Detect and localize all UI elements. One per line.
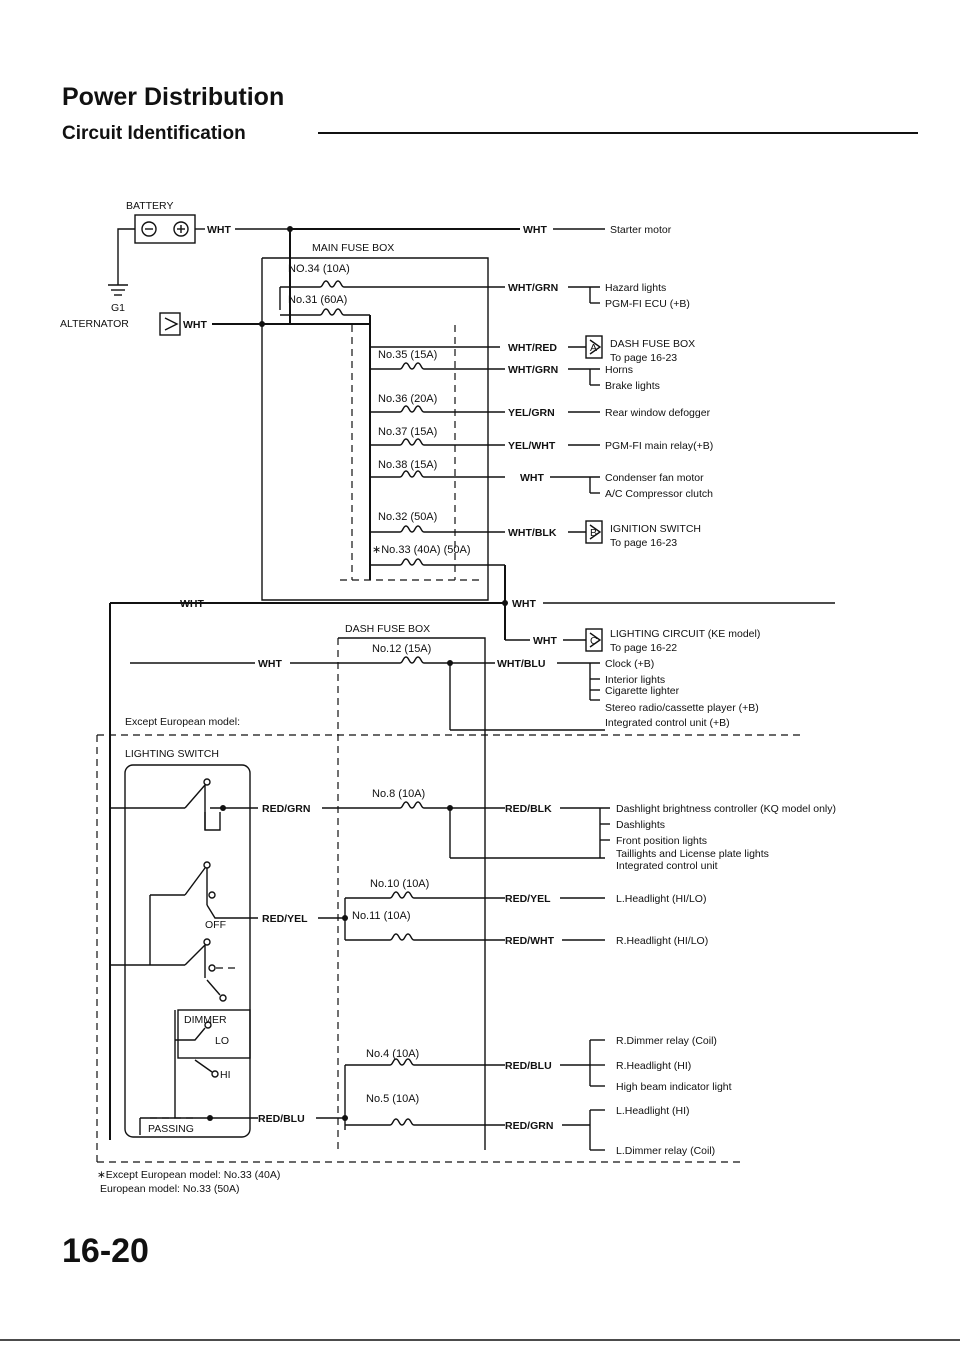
fuse-32: No.32 (50A) (378, 511, 437, 523)
fuse-38: No.38 (15A) (378, 459, 437, 471)
horns: Horns (605, 364, 633, 376)
starter-motor: Starter motor (610, 224, 672, 236)
pgm-fi-main-relay: PGM-FI main relay(+B) (605, 440, 713, 452)
l-headlight-wire-label: RED/YEL (505, 893, 551, 905)
main-fuse-box-label: MAIN FUSE BOX (312, 242, 394, 254)
dashlight-brightness-controller: Dashlight brightness controller (KQ mode… (616, 803, 836, 815)
bus-wire-label: WHT (180, 598, 204, 610)
brake-lights: Brake lights (605, 380, 660, 392)
page-subtitle: Circuit Identification (62, 123, 246, 144)
connector-c: C (590, 635, 598, 647)
fuse-37: No.37 (15A) (378, 426, 437, 438)
ground-symbol (108, 284, 128, 296)
fuse-8: No.8 (10A) (372, 788, 425, 800)
hazard-lights: Hazard lights (605, 282, 666, 294)
r-headlight-hilo: R.Headlight (HI/LO) (616, 935, 708, 947)
lighting-circuit-wire-label: WHT (533, 635, 557, 647)
condenser-fan-motor: Condenser fan motor (605, 472, 704, 484)
rear-window-defogger: Rear window defogger (605, 407, 711, 419)
fuse-34: NO.34 (10A) (288, 263, 350, 275)
dash-fuse-box-a: DASH FUSE BOX (610, 338, 695, 350)
to-page-a: To page 16-23 (610, 352, 677, 364)
front-position-lights: Front position lights (616, 835, 707, 847)
bus-wire-label-right: WHT (512, 598, 536, 610)
ac-compressor-clutch: A/C Compressor clutch (605, 488, 713, 500)
clock: Clock (+B) (605, 658, 654, 670)
battery-label: BATTERY (126, 200, 173, 212)
starter-wire-label: WHT (523, 224, 547, 236)
integrated-control-unit-b: Integrated control unit (+B) (605, 717, 730, 729)
condenser-wire-label: WHT (520, 472, 544, 484)
wht-feed-label: WHT (258, 658, 282, 670)
l-headlight-hi: L.Headlight (HI) (616, 1105, 690, 1117)
fuse-5: No.5 (10A) (366, 1093, 419, 1105)
horns-wire-label: WHT/GRN (508, 364, 558, 376)
alternator-symbol (159, 312, 181, 336)
lighting-switch-label: LIGHTING SWITCH (125, 748, 219, 760)
dashlights: Dashlights (616, 819, 665, 831)
connector-a: A (590, 342, 597, 354)
dash-fuse-wire-label: WHT/RED (508, 342, 557, 354)
to-page-b: To page 16-23 (610, 537, 677, 549)
defogger-wire-label: YEL/GRN (508, 407, 555, 419)
fuse-33: ∗No.33 (40A) (50A) (372, 544, 470, 556)
stereo-radio: Stereo radio/cassette player (+B) (605, 702, 759, 714)
alternator-wire-label: WHT (183, 319, 207, 331)
alternator-label: ALTERNATOR (60, 318, 129, 330)
except-european-note: Except European model: (125, 716, 240, 728)
fuse-4: No.4 (10A) (366, 1048, 419, 1060)
page-number: 16-20 (62, 1232, 149, 1270)
taillights-license: Taillights and License plate lights (616, 848, 769, 860)
ground-label: G1 (111, 302, 125, 314)
connector-b: B (590, 527, 597, 539)
integrated-control-unit: Integrated control unit (616, 860, 718, 872)
off-label: OFF (205, 919, 226, 931)
hazard-wire-label: WHT/GRN (508, 282, 558, 294)
dimmer-label: DIMMER (184, 1014, 227, 1026)
footnote-line2: European model: No.33 (50A) (100, 1183, 240, 1195)
ignition-wire-label: WHT/BLK (508, 527, 557, 539)
r-dimmer-relay: R.Dimmer relay (Coil) (616, 1035, 717, 1047)
lo-label: LO (215, 1035, 229, 1047)
battery-wire-label: WHT (207, 224, 231, 236)
footnote-line1: ∗Except European model: No.33 (40A) (97, 1169, 280, 1181)
pgm-fi-ecu: PGM-FI ECU (+B) (605, 298, 690, 310)
clock-wire-label: WHT/BLU (497, 658, 545, 670)
high-beam-indicator: High beam indicator light (616, 1081, 732, 1093)
fuse-35: No.35 (15A) (378, 349, 437, 361)
switch-red-blu-label: RED/BLU (258, 1113, 305, 1125)
passing-label: PASSING (148, 1123, 194, 1135)
hi-label: HI (220, 1069, 231, 1081)
cigarette-lighter: Cigarette lighter (605, 685, 680, 697)
switch-red-yel-label: RED/YEL (262, 913, 308, 925)
page-title: Power Distribution (62, 83, 284, 111)
lighting-circuit-ke: LIGHTING CIRCUIT (KE model) (610, 628, 760, 640)
r-dimmer-wire-label: RED/BLU (505, 1060, 552, 1072)
switch-red-grn-label: RED/GRN (262, 803, 310, 815)
r-headlight-hi: R.Headlight (HI) (616, 1060, 691, 1072)
fuse-12: No.12 (15A) (372, 643, 431, 655)
fuse-11: No.11 (10A) (352, 910, 411, 922)
dash-fuse-box-label: DASH FUSE BOX (345, 623, 430, 635)
l-headlight-hi-wire-label: RED/GRN (505, 1120, 553, 1132)
l-headlight-hilo: L.Headlight (HI/LO) (616, 893, 706, 905)
battery-symbol (117, 214, 205, 285)
to-page-c: To page 16-22 (610, 642, 677, 654)
pgm-relay-wire-label: YEL/WHT (508, 440, 556, 452)
r-headlight-wire-label: RED/WHT (505, 935, 555, 947)
fuse-10: No.10 (10A) (370, 878, 429, 890)
lighting-switch-contacts (110, 778, 258, 1135)
dash-red-blk-label: RED/BLK (505, 803, 552, 815)
fuse-31: No.31 (60A) (288, 294, 347, 306)
fuse-36: No.36 (20A) (378, 393, 437, 405)
interior-lights: Interior lights (605, 674, 665, 686)
ignition-switch: IGNITION SWITCH (610, 523, 701, 535)
l-dimmer-relay: L.Dimmer relay (Coil) (616, 1145, 715, 1157)
